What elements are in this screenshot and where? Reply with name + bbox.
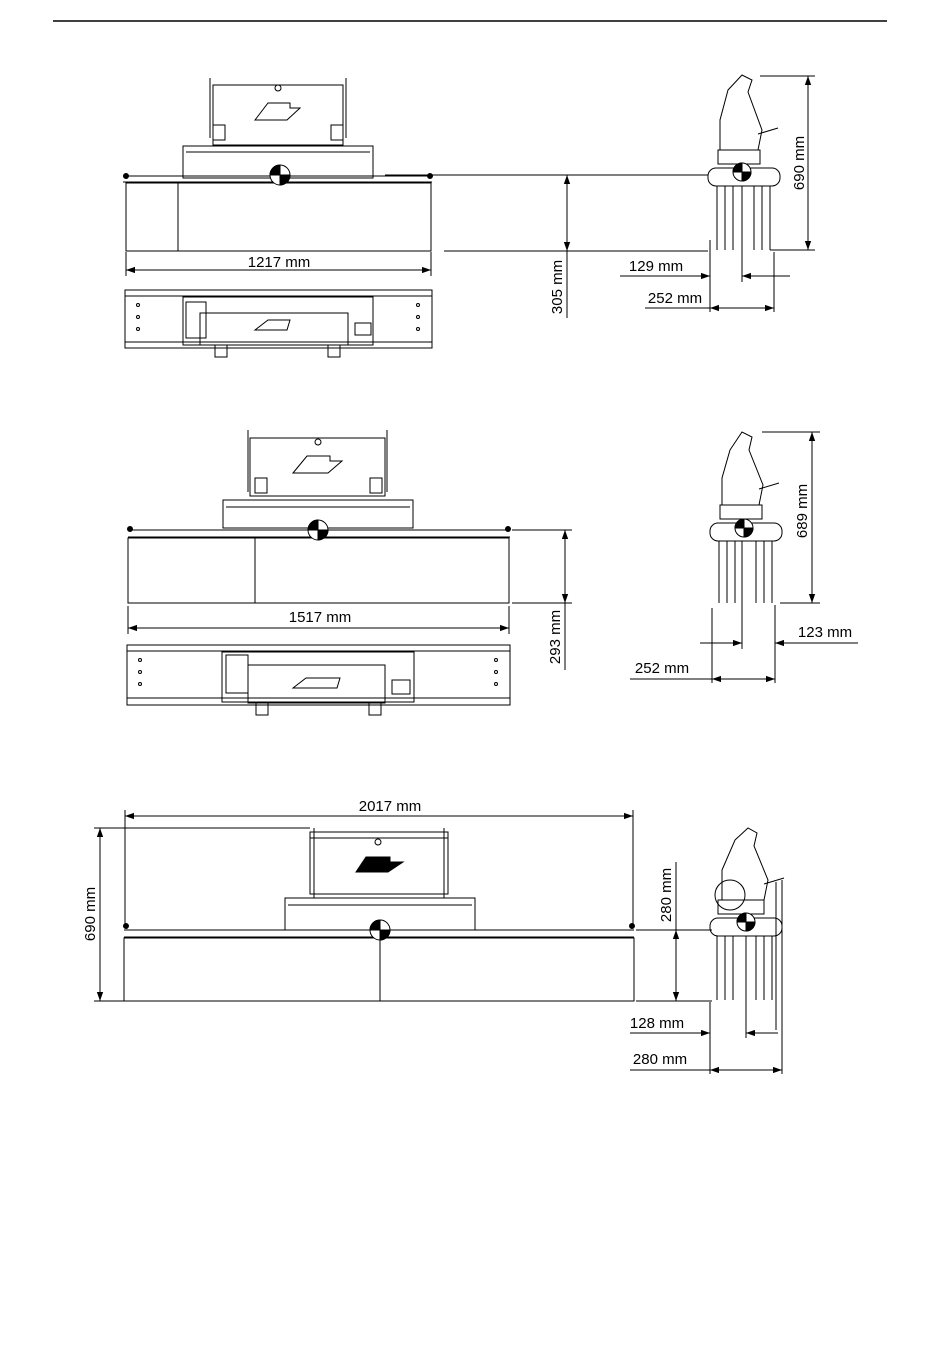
fig1-height-label: 690 mm: [791, 136, 808, 190]
fig1-top-unit: [183, 78, 373, 178]
fig3-side-view: [710, 828, 784, 1000]
fig1-plan-view: [125, 290, 432, 357]
fig2-side-view: [710, 432, 782, 603]
fig1-offset-label: 129 mm: [629, 258, 683, 275]
fig3-width-label: 2017 mm: [359, 798, 422, 815]
fig2-plan-view: [127, 645, 510, 715]
fig3-offset-label: 128 mm: [630, 1015, 684, 1032]
fig2-height-label: 689 mm: [794, 484, 811, 538]
fig1-width-label: 1217 mm: [248, 254, 311, 271]
fig2-width-label: 1517 mm: [289, 609, 352, 626]
fig2-top-unit: [223, 430, 413, 528]
fig1-center-mark: [270, 165, 290, 185]
fig3-top-unit: [285, 828, 475, 930]
figure-3: [94, 810, 784, 1074]
fig3-center-mark: [370, 920, 390, 940]
fig1-below-label: 305 mm: [549, 260, 566, 314]
fig1-side-view: [708, 75, 780, 250]
fig2-below-label: 293 mm: [547, 610, 564, 664]
figure-1: [123, 75, 815, 357]
figure-2: [127, 430, 858, 715]
fig3-side-height-label: 280 mm: [658, 868, 675, 922]
fig3-height-label: 690 mm: [82, 887, 99, 941]
fig3-depth-label: 280 mm: [633, 1051, 687, 1068]
fig2-depth-label: 252 mm: [635, 660, 689, 677]
fig1-depth-label: 252 mm: [648, 290, 702, 307]
fig2-offset-label: 123 mm: [798, 624, 852, 641]
fig2-center-mark: [308, 520, 328, 540]
